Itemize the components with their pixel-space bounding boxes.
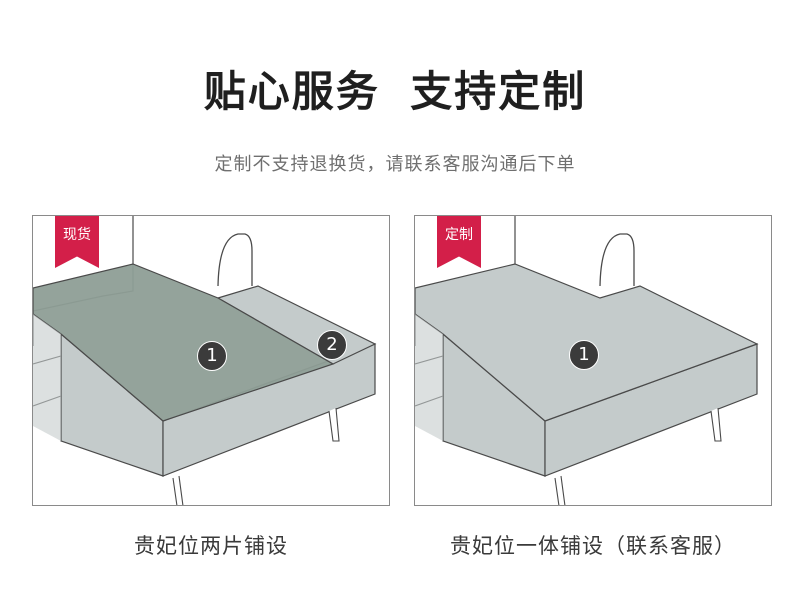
- page-subtitle: 定制不支持退换货，请联系客服沟通后下单: [214, 154, 576, 175]
- piece-marker-1: 1: [197, 341, 227, 371]
- sofa-one-piece-illustration: [415, 216, 759, 505]
- caption-two-piece: 贵妃位两片铺设: [134, 534, 288, 558]
- page-title: 贴心服务 支持定制: [203, 67, 587, 116]
- option-panel-custom: 定制 1: [414, 215, 772, 506]
- piece-marker-2: 2: [317, 330, 347, 360]
- caption-one-piece: 贵妃位一体铺设（联系客服）: [450, 534, 736, 558]
- piece-marker-1: 1: [569, 340, 599, 370]
- option-panel-in-stock: 现货 1 2: [32, 215, 390, 506]
